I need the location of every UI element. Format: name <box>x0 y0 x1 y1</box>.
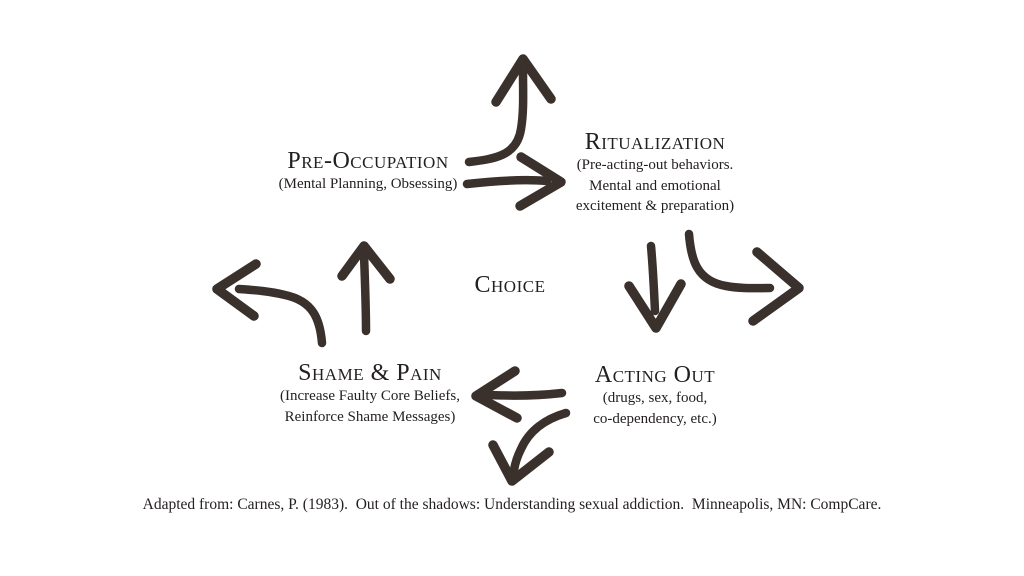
ritualization-subtitle-line-2: Mental and emotional <box>589 177 721 194</box>
node-pre-occupation: Pre-Occupation (Mental Planning, Obsessi… <box>238 148 498 195</box>
pre-occupation-subtitle: (Mental Planning, Obsessing) <box>278 176 458 192</box>
acting-out-to-shame-pain-arrow <box>471 366 567 423</box>
node-shame-pain: Shame & Pain (Increase Faulty Core Belie… <box>240 360 500 427</box>
exit-up-arrow <box>464 54 556 167</box>
shame-pain-to-pre-occupation-arrow <box>337 241 395 336</box>
node-ritualization: Ritualization (Pre-acting-out behaviors.… <box>530 129 780 217</box>
ritualization-subtitle-line-1: (Pre-acting-out behaviors. <box>576 157 734 173</box>
center-label-choice: Choice <box>474 272 546 298</box>
pre-occupation-to-ritualization-arrow <box>462 152 566 211</box>
acting-out-subtitle-line-2: co-dependency, etc.) <box>593 410 717 427</box>
acting-out-subtitle-line-1: (drugs, sex, food, <box>602 390 708 406</box>
exit-down-arrow <box>488 408 571 486</box>
exit-right-arrow <box>684 229 804 326</box>
shame-pain-subtitle-line-1: (Increase Faulty Core Beliefs, <box>280 388 460 404</box>
shame-pain-subtitle-line-2: Reinforce Shame Messages) <box>284 408 456 425</box>
ritualization-to-acting-out-arrow <box>624 241 686 333</box>
pre-occupation-title: Pre-Occupation <box>287 148 449 174</box>
citation: Adapted from: Carnes, P. (1983). Out of … <box>142 496 882 513</box>
shame-pain-title: Shame & Pain <box>298 360 442 386</box>
exit-left-arrow <box>212 259 327 348</box>
ritualization-title: Ritualization <box>584 129 726 155</box>
ritualization-subtitle-line-3: excitement & preparation) <box>575 198 735 214</box>
node-acting-out: Acting Out (drugs, sex, food, co-depende… <box>530 362 780 429</box>
acting-out-title: Acting Out <box>594 362 716 388</box>
